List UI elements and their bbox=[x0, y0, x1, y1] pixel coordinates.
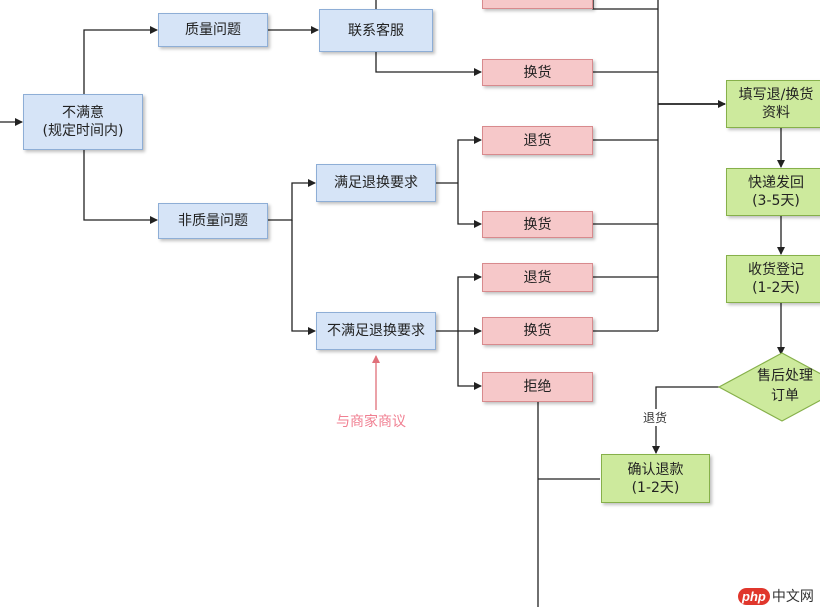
edge-nonquality-to-meets bbox=[268, 179, 316, 221]
note-negotiate-with-merchant: 与商家商议 bbox=[336, 414, 406, 430]
node-exchange-top-partial bbox=[482, 0, 593, 9]
node-fill-info-line2: 资料 bbox=[762, 105, 790, 121]
node-courier-return-line2: (3-5天) bbox=[752, 193, 800, 209]
node-return-1-label: 退货 bbox=[523, 132, 552, 149]
edge-nonquality-to-notmeets bbox=[291, 220, 316, 335]
watermark-site: 中文网 bbox=[771, 588, 814, 604]
edge-top-partial-right bbox=[592, 0, 658, 10]
node-not-meets-requirement: 不满足退换要求 bbox=[316, 312, 436, 350]
node-confirm-refund-line1: 确认退款 bbox=[627, 461, 684, 478]
edge-notmeets-to-return2 bbox=[457, 273, 482, 331]
node-after-sales-decision: 售后处理 订单 bbox=[717, 351, 820, 423]
edge-meets-to-exchange2 bbox=[457, 183, 482, 228]
edge-service-to-exchange1 bbox=[375, 52, 482, 76]
node-unsatisfied-line1: 不满意 bbox=[62, 105, 104, 121]
node-after-sales-line1: 售后处理 bbox=[757, 368, 813, 384]
node-meets-requirement-label: 满足退换要求 bbox=[334, 175, 418, 191]
node-receipt-register-line2: (1-2天) bbox=[752, 280, 800, 296]
node-contact-service: 联系客服 bbox=[319, 9, 433, 52]
node-exchange-1: 换货 bbox=[482, 59, 593, 86]
node-exchange-2: 换货 bbox=[482, 211, 593, 238]
node-return-1: 退货 bbox=[482, 126, 593, 155]
edge-label-return: 退货 bbox=[641, 409, 670, 426]
node-quality-issue: 质量问题 bbox=[158, 13, 268, 47]
node-unsatisfied: 不满意 (规定时间内) bbox=[23, 94, 143, 150]
node-exchange-3-label: 换货 bbox=[523, 323, 552, 339]
edge-unsatisfied-to-nonquality bbox=[83, 150, 158, 224]
edge-aftersales-to-refund bbox=[652, 386, 719, 454]
node-confirm-refund-line2: (1-2天) bbox=[631, 479, 680, 496]
edge-meets-to-return1 bbox=[457, 136, 482, 183]
node-exchange-2-label: 换货 bbox=[523, 216, 552, 233]
node-exchange-1-label: 换货 bbox=[523, 64, 552, 81]
node-courier-return-line1: 快递发回 bbox=[748, 175, 804, 191]
node-reject: 拒绝 bbox=[482, 372, 593, 402]
node-meets-requirement: 满足退换要求 bbox=[316, 164, 436, 202]
edge-unsatisfied-to-quality bbox=[83, 26, 158, 94]
node-unsatisfied-line2: (规定时间内) bbox=[42, 123, 124, 139]
node-not-meets-requirement-label: 不满足退换要求 bbox=[327, 323, 425, 339]
node-return-2: 退货 bbox=[482, 263, 593, 292]
watermark-php: php bbox=[738, 588, 770, 605]
node-receipt-register-line1: 收货登记 bbox=[748, 262, 804, 278]
node-exchange-3: 换货 bbox=[482, 317, 593, 345]
decision-diamond-shape bbox=[717, 352, 820, 422]
node-non-quality-issue: 非质量问题 bbox=[158, 203, 268, 239]
node-reject-label: 拒绝 bbox=[523, 379, 552, 395]
node-confirm-refund: 确认退款 (1-2天) bbox=[601, 454, 710, 503]
node-fill-info-line1: 填写退/换货 bbox=[738, 87, 814, 103]
node-courier-return: 快递发回 (3-5天) bbox=[726, 168, 820, 216]
node-after-sales-line2: 订单 bbox=[771, 388, 799, 404]
node-quality-issue-label: 质量问题 bbox=[185, 22, 241, 38]
node-fill-info: 填写退/换货 资料 bbox=[726, 80, 820, 128]
node-return-2-label: 退货 bbox=[523, 269, 552, 286]
edge-notmeets-to-reject bbox=[457, 331, 482, 390]
node-non-quality-issue-label: 非质量问题 bbox=[178, 213, 248, 229]
node-contact-service-label: 联系客服 bbox=[348, 22, 404, 39]
node-receipt-register: 收货登记 (1-2天) bbox=[726, 255, 820, 303]
node-after-sales-text: 售后处理 订单 bbox=[735, 366, 820, 406]
